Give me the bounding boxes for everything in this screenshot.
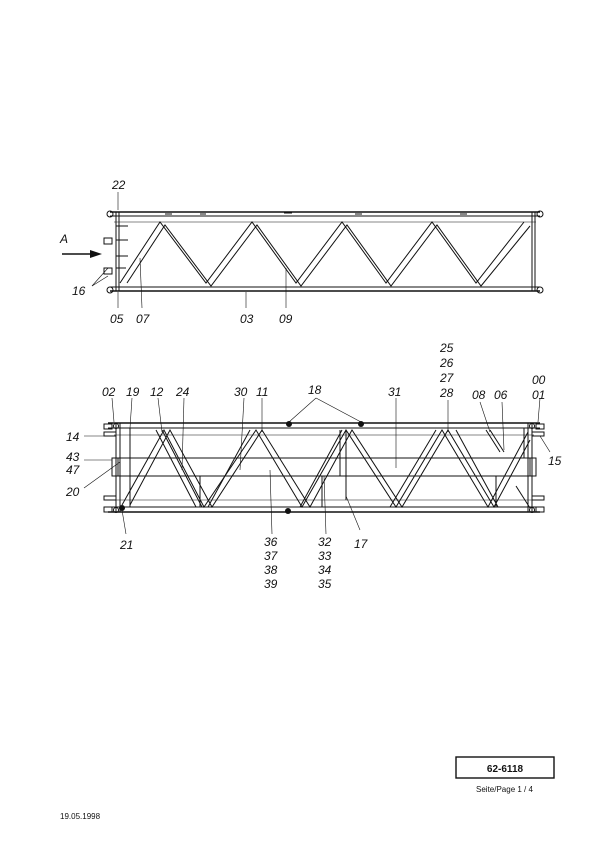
label-25: 25	[439, 341, 454, 355]
label-22: 22	[111, 178, 126, 192]
label-view-a: A	[59, 232, 68, 246]
bottom-diagonals	[121, 428, 531, 509]
page-indicator: Seite/Page 1 / 4	[476, 785, 533, 794]
label-05: 05	[110, 312, 124, 326]
label-02: 02	[102, 385, 116, 399]
label-16: 16	[72, 284, 86, 298]
drawing-date: 19.05.1998	[60, 812, 101, 821]
label-36: 36	[264, 535, 278, 549]
label-31: 31	[388, 385, 401, 399]
label-30: 30	[234, 385, 248, 399]
label-07: 07	[136, 312, 151, 326]
label-03: 03	[240, 312, 254, 326]
label-28: 28	[439, 386, 454, 400]
label-09: 09	[279, 312, 293, 326]
label-34: 34	[318, 563, 332, 577]
label-27: 27	[439, 371, 455, 385]
label-47: 47	[66, 463, 81, 477]
label-17: 17	[354, 537, 369, 551]
label-37: 37	[264, 549, 279, 563]
label-18: 18	[308, 383, 322, 397]
label-01: 01	[532, 388, 545, 402]
bottom-view: 02 19 12 24 30 11 18 31 25 26 27 28 08 0…	[65, 341, 562, 591]
label-20: 20	[65, 485, 80, 499]
label-19: 19	[126, 385, 140, 399]
label-08: 08	[472, 388, 486, 402]
label-21: 21	[119, 538, 133, 552]
label-26: 26	[439, 356, 454, 370]
label-38: 38	[264, 563, 278, 577]
label-00: 00	[532, 373, 546, 387]
top-diagonals	[119, 221, 531, 287]
label-24: 24	[175, 385, 190, 399]
drawing-number: 62-6118	[487, 764, 524, 775]
label-14: 14	[66, 430, 80, 444]
label-43: 43	[66, 450, 80, 464]
label-39: 39	[264, 577, 278, 591]
label-35: 35	[318, 577, 332, 591]
label-06: 06	[494, 388, 508, 402]
label-32: 32	[318, 535, 332, 549]
label-11: 11	[256, 385, 268, 399]
top-view: 22 A 16 05 07 03 09	[59, 178, 544, 326]
label-33: 33	[318, 549, 332, 563]
title-block: 62-6118 Seite/Page 1 / 4 19.05.1998	[60, 756, 555, 821]
label-15: 15	[548, 454, 562, 468]
label-12: 12	[150, 385, 164, 399]
